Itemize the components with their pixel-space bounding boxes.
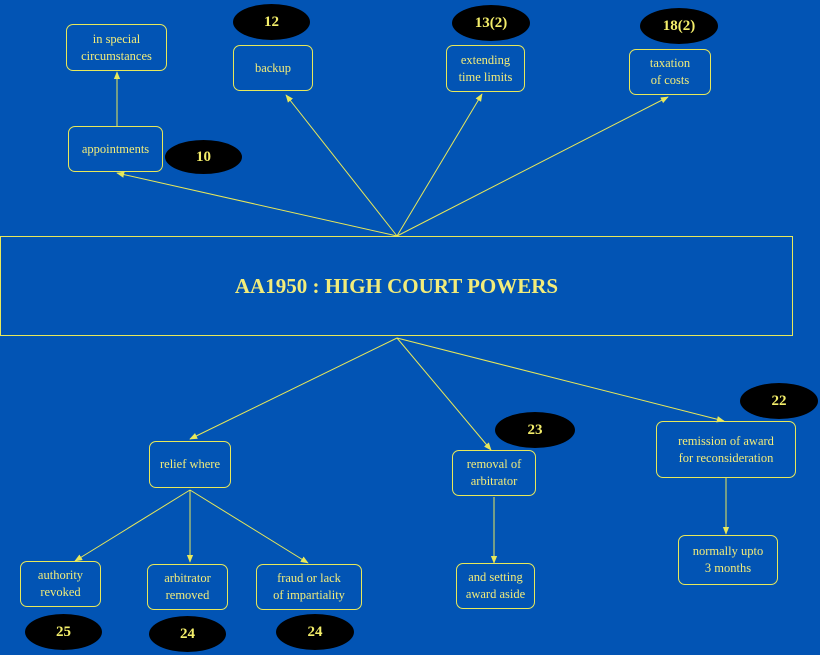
node-arbitrator-removed: arbitrator removed — [147, 564, 228, 610]
connector-to-backup — [285, 94, 398, 237]
section-badge-24-fraud: 24 — [276, 614, 354, 650]
section-badge-22: 22 — [740, 383, 818, 419]
node-remission-of-award: remission of award for reconsideration — [656, 421, 796, 478]
node-removal-of-arbitrator: removal of arbitrator — [452, 450, 536, 496]
connector-to-taxation — [396, 96, 669, 237]
section-badge-23: 23 — [495, 412, 575, 448]
node-appointments: appointments — [68, 126, 163, 172]
section-badge-24-arbitrator: 24 — [149, 616, 226, 652]
main-title-box: AA1950 : HIGH COURT POWERS — [0, 236, 793, 336]
node-fraud-or-lack-of-impartiality: fraud or lack of impartiality — [256, 564, 362, 610]
section-badge-10: 10 — [165, 140, 242, 174]
connector-to-remission — [396, 337, 725, 423]
node-extending-time-limits: extending time limits — [446, 45, 525, 92]
section-badge-13-2: 13(2) — [452, 5, 530, 41]
connector-to-removal — [396, 337, 492, 451]
section-badge-12: 12 — [233, 4, 310, 40]
connector-to-appointments — [116, 171, 398, 237]
node-relief-where: relief where — [149, 441, 231, 488]
node-in-special-circumstances: in special circumstances — [66, 24, 167, 71]
section-badge-18-2: 18(2) — [640, 8, 718, 44]
connector-to-relief-where — [189, 337, 398, 440]
node-backup: backup — [233, 45, 313, 91]
connector-to-extending — [396, 93, 483, 237]
node-authority-revoked: authority revoked — [20, 561, 101, 607]
node-and-setting-award-aside: and setting award aside — [456, 563, 535, 609]
connector-to-authority — [74, 489, 191, 562]
connector-to-fraud — [189, 489, 309, 564]
node-taxation-of-costs: taxation of costs — [629, 49, 711, 95]
section-badge-25: 25 — [25, 614, 102, 650]
node-normally-upto-3-months: normally upto 3 months — [678, 535, 778, 585]
